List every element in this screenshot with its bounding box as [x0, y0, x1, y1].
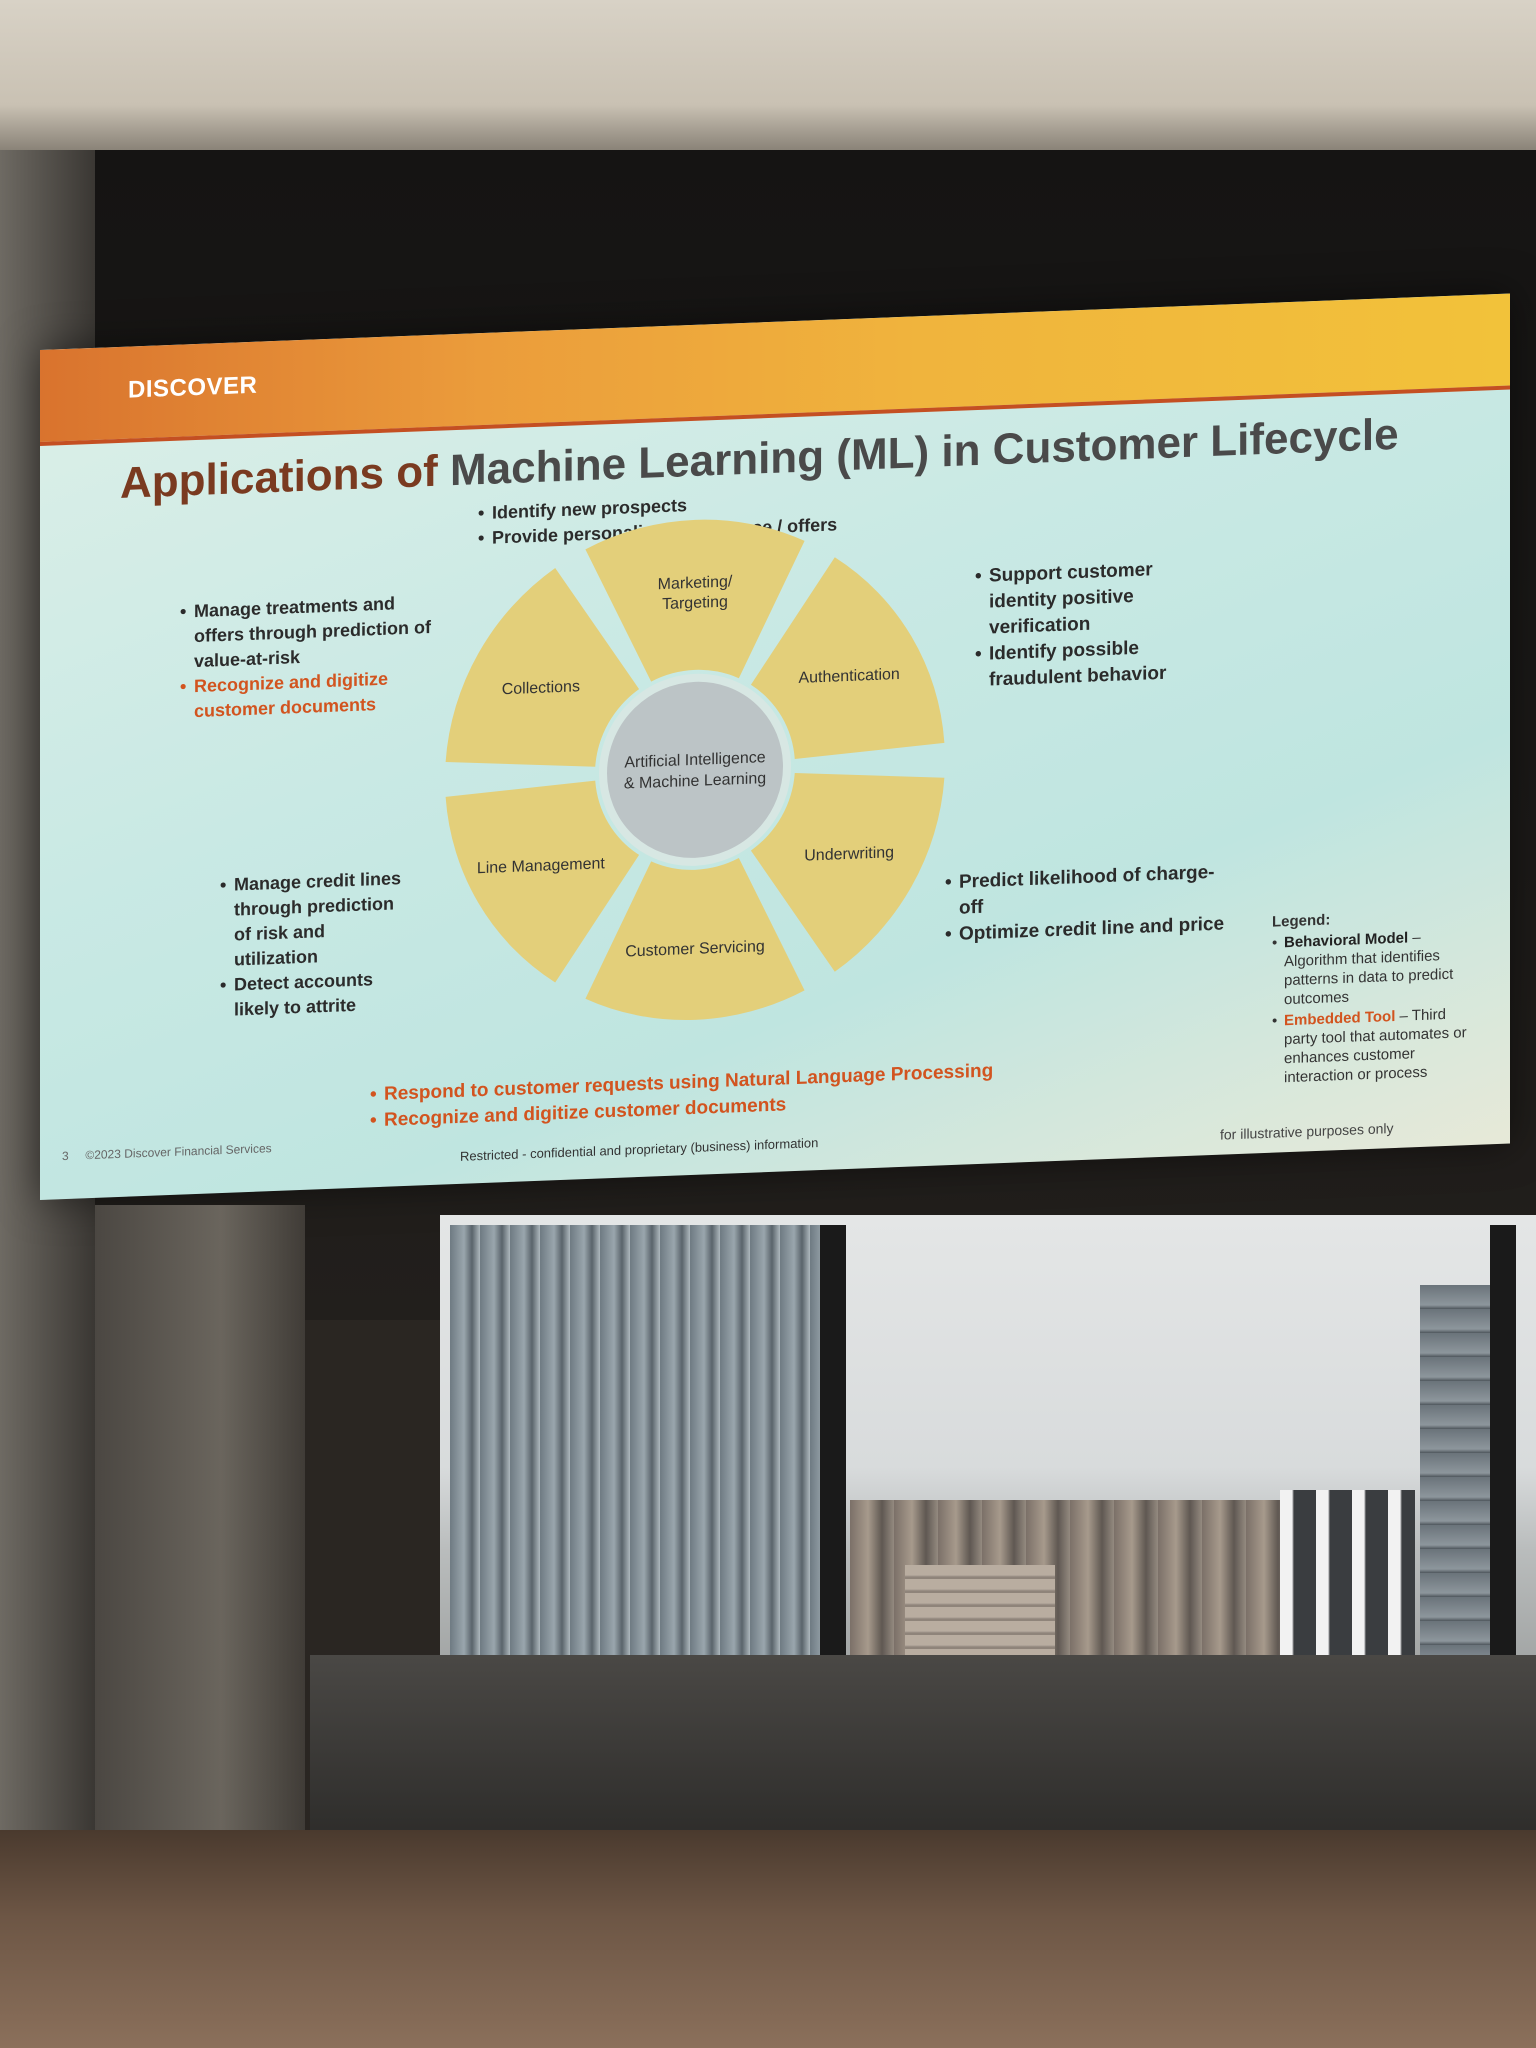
list-item: Support customer identity positive verif…: [975, 554, 1225, 642]
segment-label: Marketing/: [658, 573, 733, 593]
wheel-segment: [445, 567, 640, 767]
copyright: ©2023 Discover Financial Services: [85, 1141, 272, 1163]
wall-pillar: [95, 1205, 305, 1845]
wheel-segment: [585, 519, 805, 682]
window-ledge: [310, 1655, 1536, 1855]
legend-item: Behavioral Model – Algorithm that identi…: [1272, 926, 1477, 1010]
segment-label: Underwriting: [804, 844, 894, 864]
legend: Legend: Behavioral Model – Algorithm tha…: [1272, 905, 1477, 1088]
segment-label: Authentication: [798, 666, 899, 687]
list-item: Detect accounts likely to attrite: [220, 966, 410, 1023]
list-item: Manage treatments and offers through pre…: [180, 589, 450, 674]
underwriting-bullets: Predict likelihood of charge-off Optimiz…: [945, 859, 1235, 948]
wheel-segment: [445, 780, 640, 983]
illustrative-note: for illustrative purposes only: [1220, 1120, 1394, 1143]
legend-term: Behavioral Model: [1284, 929, 1409, 952]
list-item: Recognize and digitize customer document…: [180, 664, 450, 724]
center-label-2: & Machine Learning: [624, 770, 766, 792]
wheel-center: [599, 673, 791, 866]
title-lead: Applications of: [120, 446, 450, 508]
servicing-bullets: Respond to customer requests using Natur…: [370, 1053, 1130, 1134]
collections-bullets: Manage treatments and offers through pre…: [180, 589, 450, 724]
wheel-segment: [750, 772, 945, 972]
ceiling: [0, 0, 1536, 150]
lifecycle-wheel: Artificial Intelligence & Machine Learni…: [445, 519, 945, 1021]
legend-term: Embedded Tool: [1284, 1007, 1396, 1030]
discover-logo: DISCOVER: [128, 371, 258, 404]
footer-left: 3 ©2023 Discover Financial Services: [62, 1141, 272, 1163]
legend-item: Embedded Tool – Third party tool that au…: [1272, 1004, 1477, 1088]
list-item: Identify possible fraudulent behavior: [975, 632, 1225, 694]
projected-slide: DISCOVER Applications of Machine Learnin…: [40, 293, 1510, 1200]
wheel-segment: [585, 858, 805, 1021]
segment-label: Line Management: [477, 855, 606, 877]
page-number: 3: [62, 1148, 69, 1164]
glass-tower: [450, 1225, 830, 1695]
wood-floor: [0, 1830, 1536, 2048]
authentication-bullets: Support customer identity positive verif…: [975, 554, 1225, 694]
segment-label: Targeting: [662, 594, 728, 614]
segment-label: Customer Servicing: [625, 938, 765, 960]
center-label-1: Artificial Intelligence: [624, 749, 765, 771]
line-management-bullets: Manage credit lines through prediction o…: [220, 866, 410, 1023]
list-item: Manage credit lines through prediction o…: [220, 866, 410, 973]
segment-label: Collections: [502, 678, 580, 698]
wheel-segment: [750, 557, 945, 760]
restricted-notice: Restricted - confidential and proprietar…: [460, 1135, 819, 1164]
